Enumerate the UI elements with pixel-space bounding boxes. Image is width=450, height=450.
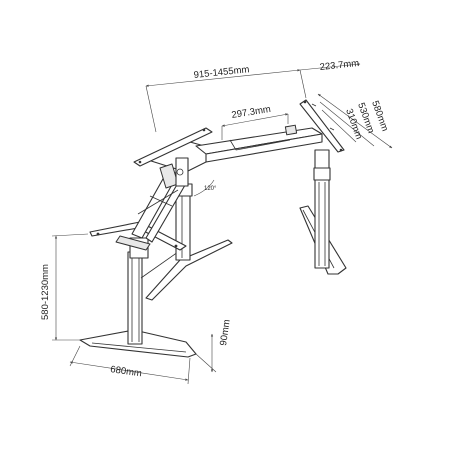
dimension-labels: 915-1455mm 223.7mm 297.3mm 580mm 530mm 3… — [40, 58, 390, 379]
label-span: 915-1455mm — [193, 64, 250, 81]
dimension-lines — [51, 63, 393, 385]
label-height-range: 580-1230mm — [40, 264, 51, 320]
upper-left-arm — [133, 127, 213, 167]
label-angle: 120° — [204, 186, 217, 192]
label-foot-width: 90mm — [218, 319, 233, 347]
left-leg — [127, 237, 179, 345]
right-crossbeam — [195, 124, 323, 163]
label-end-offset: 223.7mm — [319, 58, 360, 73]
desk-frame — [79, 99, 347, 358]
label-beam-offset: 297.3mm — [231, 104, 272, 121]
label-foot-length: 680mm — [110, 364, 143, 379]
right-leg — [313, 149, 331, 269]
middle-foot — [145, 239, 233, 301]
